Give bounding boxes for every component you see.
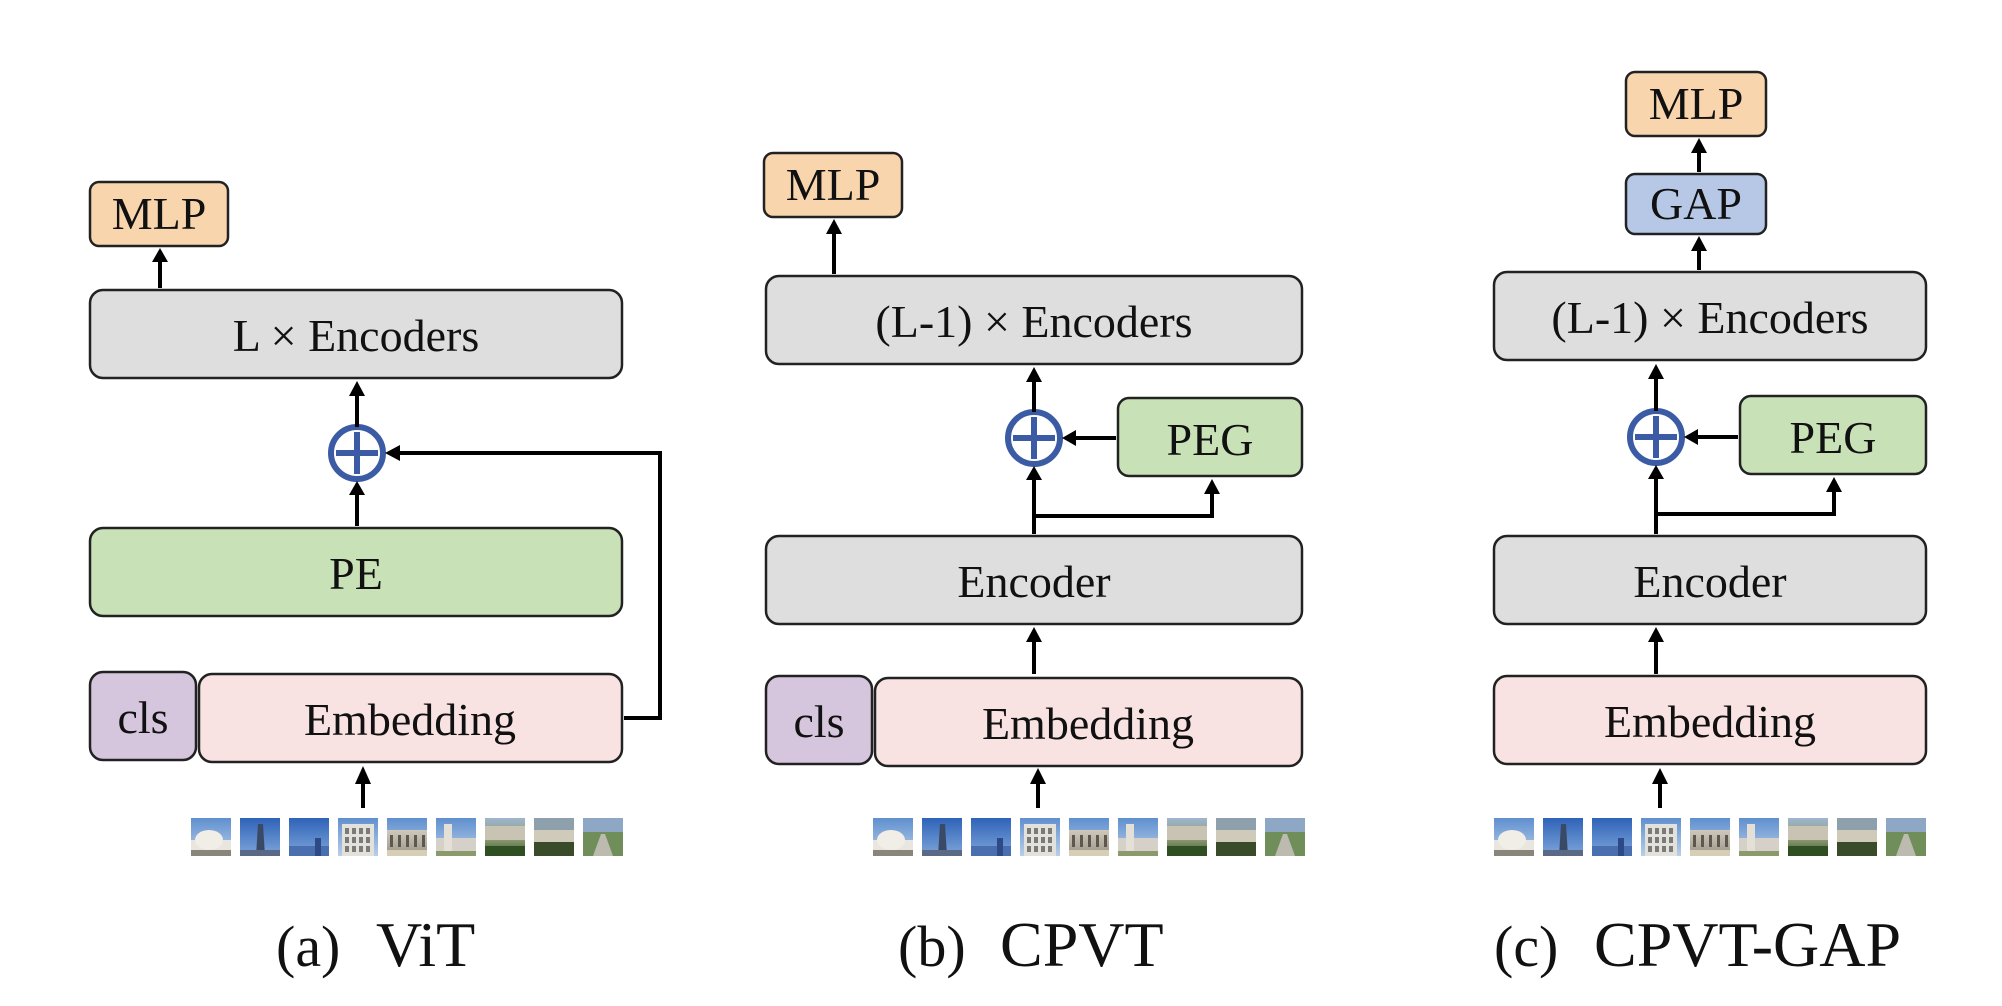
peg-box: PEG [1116,396,1304,478]
image-patch [1265,818,1305,856]
image-patch-strip [873,818,1305,856]
pe-box: PE [88,526,624,618]
svg-text:Encoder: Encoder [957,556,1110,607]
image-patch [191,818,231,856]
panel-cpvt-gap: MLP GAP (L-1) × Encoders PEG Encoder Emb… [1492,70,1928,980]
svg-text:L × Encoders: L × Encoders [233,310,480,361]
image-patch [1837,818,1877,856]
encoders-box: (L-1) × Encoders [1492,270,1928,362]
panel-vit: MLP L × Encoders PE cls Embedding [88,180,662,980]
image-patch [1118,818,1158,856]
svg-text:CPVT-GAP: CPVT-GAP [1594,909,1901,980]
image-patch [1886,818,1926,856]
image-patch [1167,818,1207,856]
svg-text:Embedding: Embedding [1604,696,1816,747]
svg-text:MLP: MLP [786,159,881,210]
svg-text:Embedding: Embedding [304,694,516,745]
image-patch-strip [191,818,623,856]
image-patch [289,818,329,856]
cls-box: cls [764,674,874,766]
svg-text:Embedding: Embedding [982,698,1194,749]
svg-text:cls: cls [793,696,844,747]
encoder-box: Encoder [1492,534,1928,626]
image-patch [534,818,574,856]
svg-text:PEG: PEG [1790,412,1877,463]
svg-text:GAP: GAP [1650,178,1742,229]
mlp-box: MLP [1624,70,1768,138]
svg-text:PEG: PEG [1167,414,1254,465]
connectors [826,219,1220,808]
caption-cpvt-gap: (c) CPVT-GAP [1494,909,1901,980]
svg-text:cls: cls [117,692,168,743]
image-patch [485,818,525,856]
svg-text:(b): (b) [898,914,966,979]
image-patch [1216,818,1256,856]
image-patch [1069,818,1109,856]
panel-cpvt: MLP (L-1) × Encoders PEG Encoder cls Emb… [762,151,1305,980]
image-patch [1592,818,1632,856]
gap-box: GAP [1624,172,1768,236]
svg-text:(a): (a) [276,914,340,979]
image-patch [387,818,427,856]
mlp-box: MLP [88,180,230,248]
image-patch [1739,818,1779,856]
mlp-box: MLP [762,151,904,219]
image-patch [922,818,962,856]
peg-box: PEG [1738,394,1928,476]
svg-text:MLP: MLP [112,188,207,239]
svg-text:Encoder: Encoder [1633,556,1786,607]
embedding-box: Embedding [873,676,1304,768]
encoders-box: L × Encoders [88,288,624,380]
image-patch [240,818,280,856]
embedding-box: Embedding [197,672,624,764]
image-patch [1543,818,1583,856]
cls-box: cls [88,670,198,762]
svg-text:(L-1) × Encoders: (L-1) × Encoders [875,296,1192,347]
encoder-box: Encoder [764,534,1304,626]
svg-text:(L-1) × Encoders: (L-1) × Encoders [1551,292,1868,343]
image-patch [971,818,1011,856]
add-node [1627,408,1685,466]
embedding-box: Embedding [1492,674,1928,766]
svg-text:(c): (c) [1494,914,1558,979]
image-patch [436,818,476,856]
add-node [1005,409,1063,467]
svg-text:CPVT: CPVT [1000,909,1164,980]
connectors [1648,138,1842,808]
image-patch [583,818,623,856]
svg-text:PE: PE [329,548,383,599]
image-patch [1690,818,1730,856]
image-patch [1641,818,1681,856]
image-patch [1788,818,1828,856]
image-patch [338,818,378,856]
svg-text:ViT: ViT [376,909,475,980]
caption-cpvt: (b) CPVT [898,909,1164,980]
connectors [152,248,662,808]
caption-vit: (a) ViT [276,909,475,980]
image-patch [1494,818,1534,856]
add-node [328,424,386,482]
image-patch-strip [1494,818,1926,856]
image-patch [1020,818,1060,856]
image-patch [873,818,913,856]
svg-text:MLP: MLP [1649,78,1744,129]
encoders-box: (L-1) × Encoders [764,274,1304,366]
